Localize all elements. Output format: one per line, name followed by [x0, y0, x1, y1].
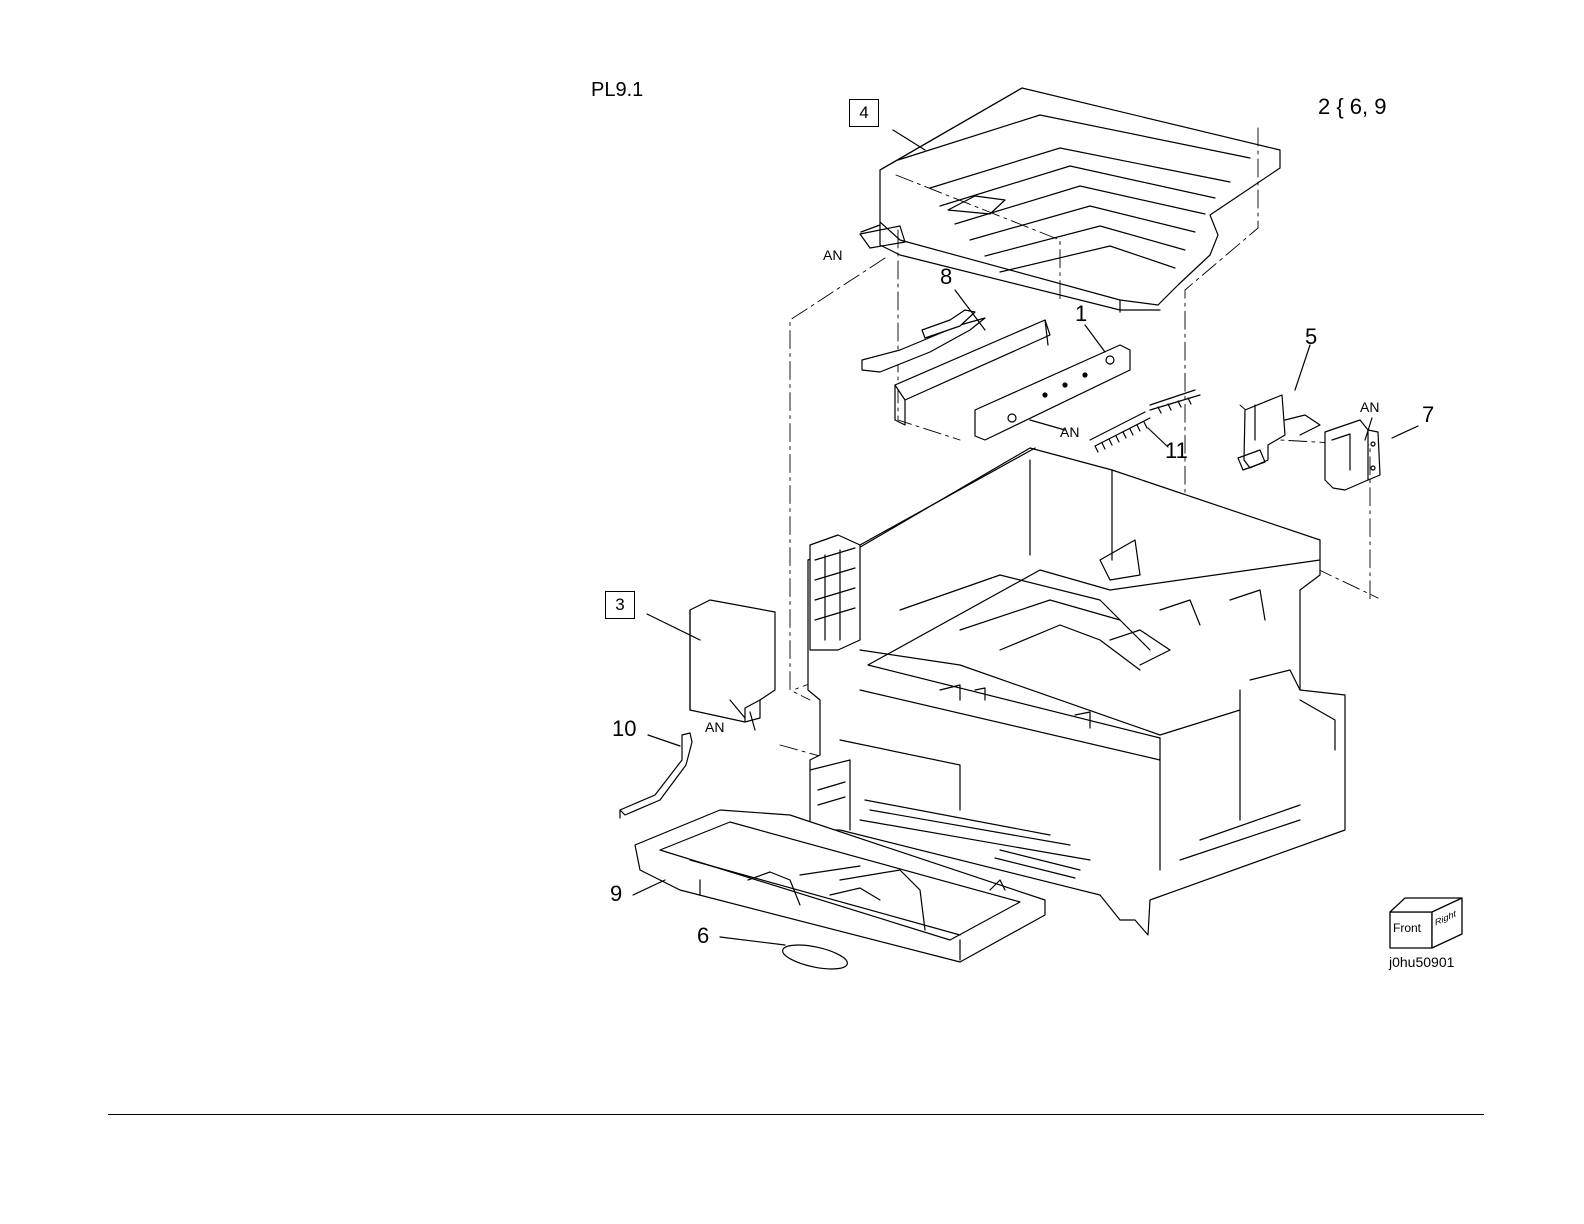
an-label-bracket: AN	[1360, 400, 1379, 414]
an-label-side-cover: AN	[705, 720, 724, 734]
page-title: PL9.1	[591, 80, 643, 100]
callout-1: 1	[1075, 303, 1087, 325]
figure-id: j0hu50901	[1389, 955, 1454, 969]
cube-front-label: Front	[1393, 922, 1421, 934]
callout-8: 8	[940, 266, 952, 288]
part-10-link	[620, 733, 692, 818]
part-5-bracket	[1238, 395, 1320, 470]
part-1-bar	[975, 345, 1130, 440]
callout-6: 6	[697, 925, 709, 947]
callout-9: 9	[610, 883, 622, 905]
an-label-bar: AN	[1060, 425, 1079, 439]
callout-5: 5	[1305, 326, 1317, 348]
applicable-parts-note: 2 { 6, 9	[1318, 96, 1387, 118]
callout-boxed-3: 3	[605, 591, 635, 619]
callout-7: 7	[1422, 404, 1434, 426]
part-4-top-cover	[860, 88, 1280, 312]
part-6-pad	[781, 940, 850, 973]
callout-11: 11	[1165, 440, 1188, 462]
callout-10: 10	[612, 718, 636, 740]
part-7-bracket	[1325, 420, 1380, 490]
part-3-side-cover	[690, 600, 775, 730]
callout-boxed-4: 4	[849, 99, 879, 127]
footer-rule	[108, 1114, 1484, 1115]
an-label-cover: AN	[823, 248, 842, 262]
